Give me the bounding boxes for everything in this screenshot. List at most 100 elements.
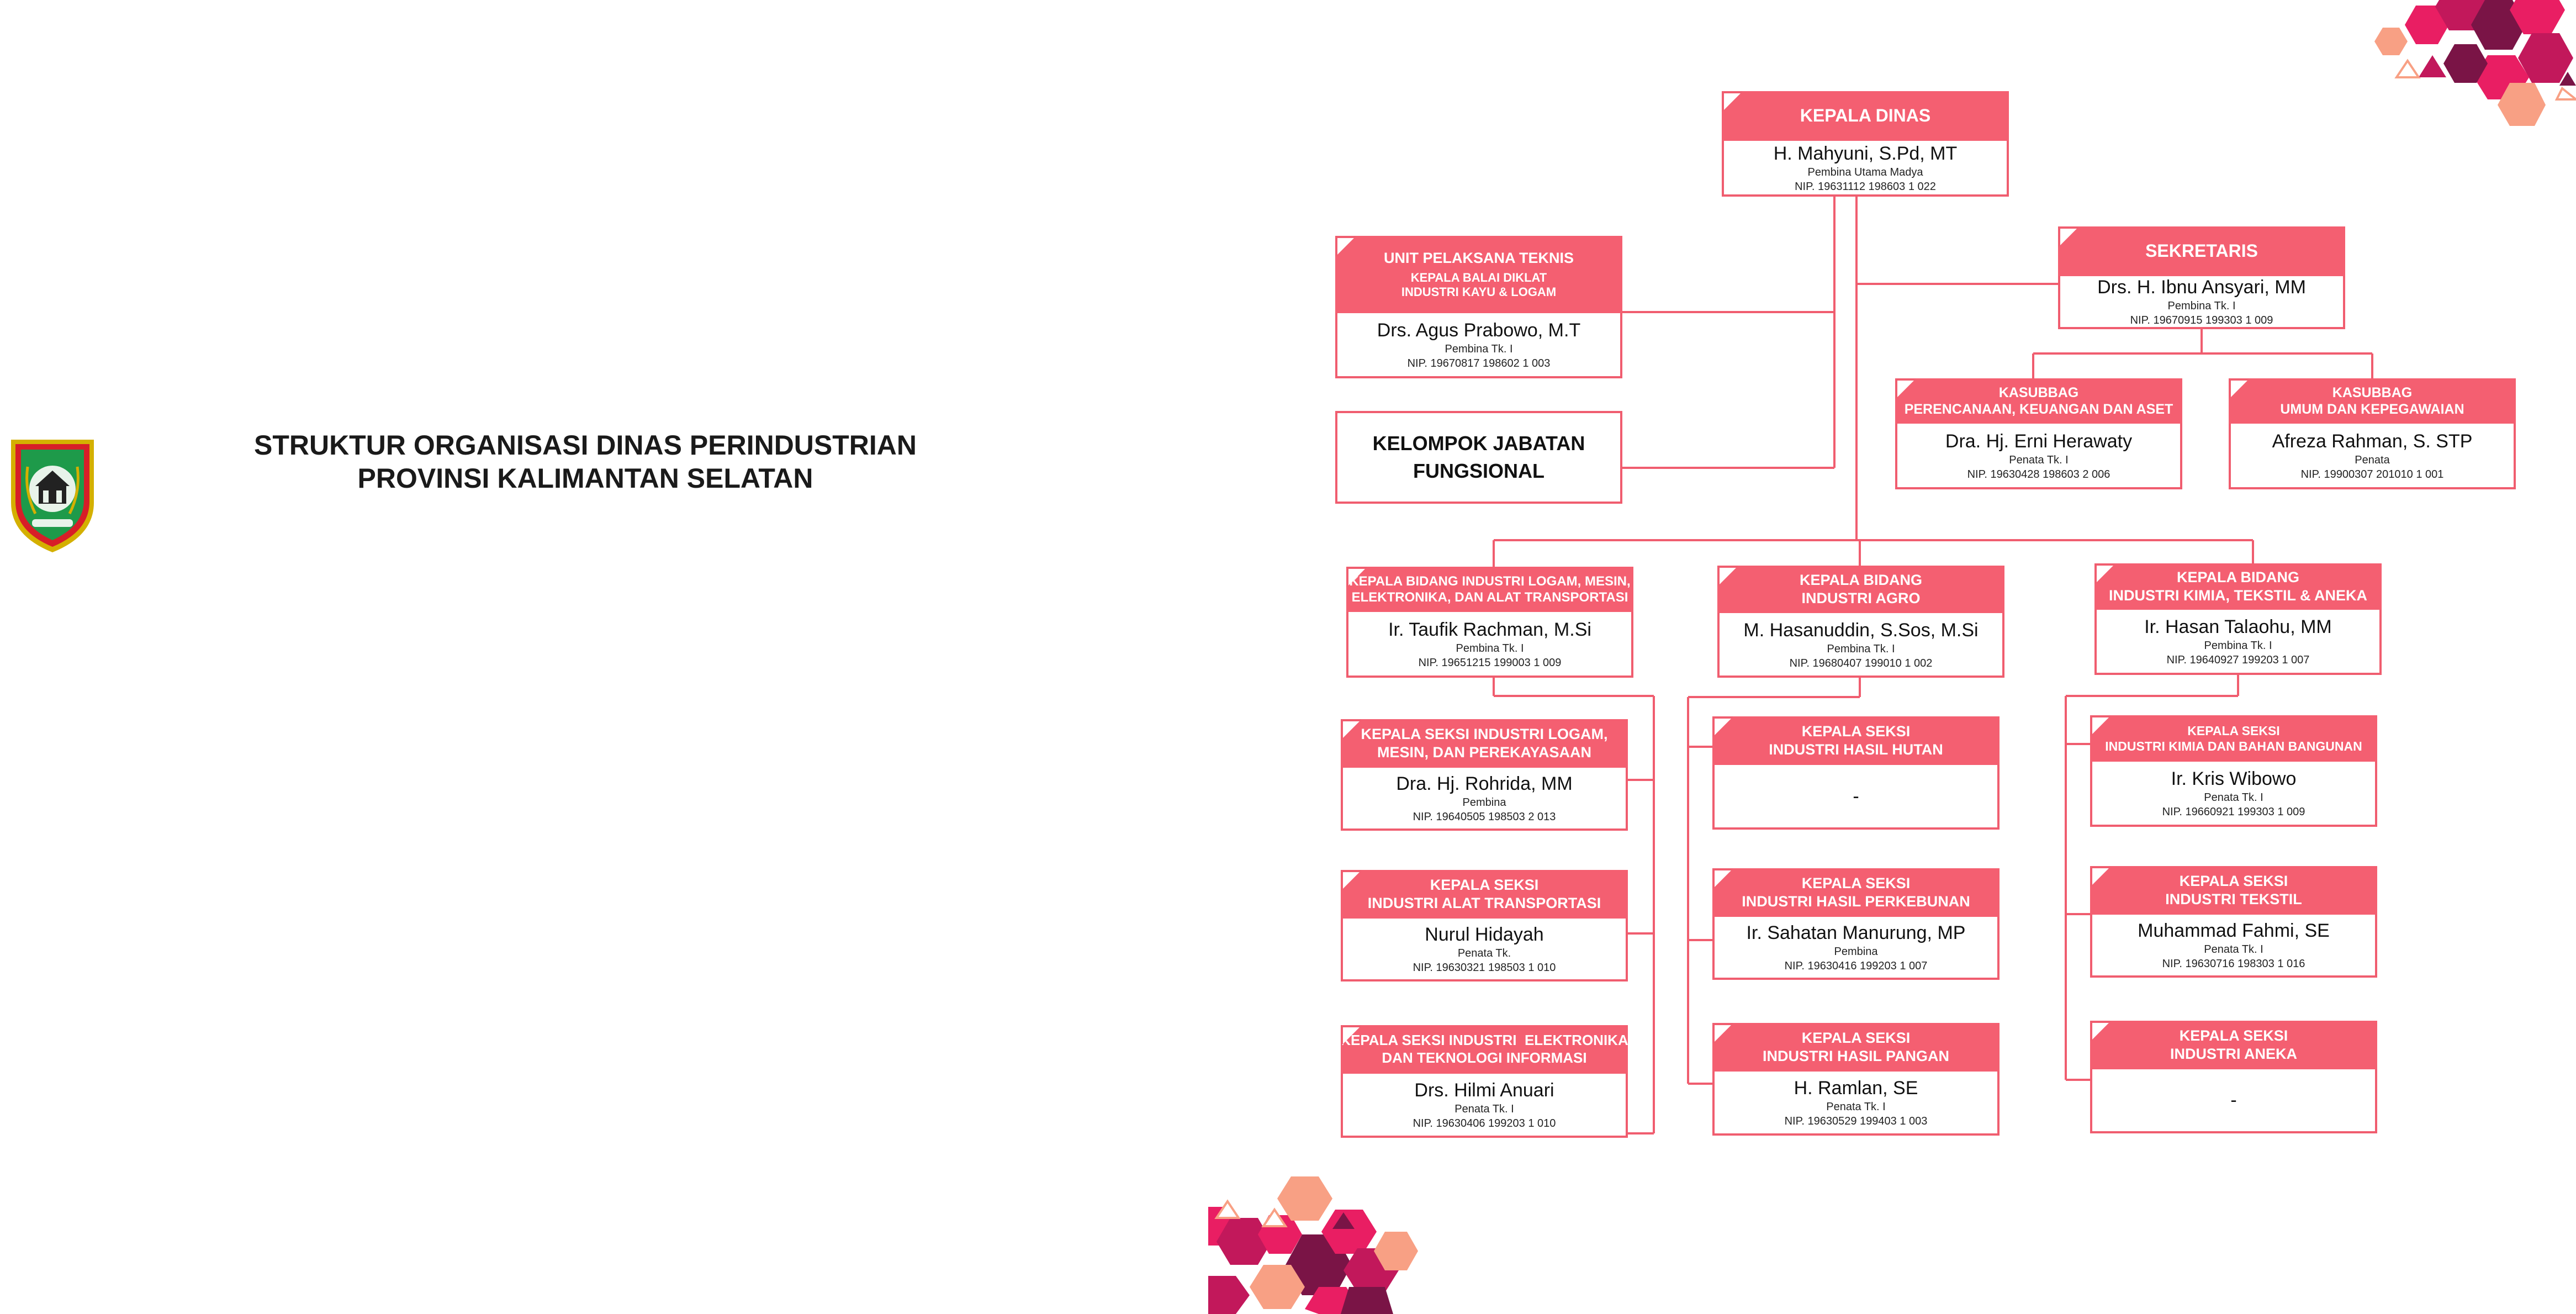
person-name: Nurul Hidayah bbox=[1425, 924, 1544, 945]
person-rank: Penata Tk. I bbox=[1454, 1103, 1514, 1115]
node-header: KEPALA SEKSI INDUSTRI HASIL PERKEBUNAN bbox=[1712, 868, 2000, 917]
person-rank: Pembina Utama Madya bbox=[1807, 166, 1923, 178]
person-nip: NIP. 19670915 199303 1 009 bbox=[2130, 314, 2273, 326]
header-line: KEPALA BIDANG bbox=[2177, 569, 2299, 586]
header-line: INDUSTRI KIMIA, TEKSTIL & ANEKA bbox=[2108, 587, 2367, 604]
person-name: - bbox=[1853, 785, 1859, 807]
node-header: SEKRETARIS bbox=[2058, 226, 2345, 276]
header-line: MESIN, DAN PEREKAYASAAN bbox=[1377, 744, 1592, 761]
node-body: Drs. H. Ibnu Ansyari, MM Pembina Tk. I N… bbox=[2060, 276, 2343, 327]
person-name: Ir. Sahatan Manurung, MP bbox=[1746, 922, 1966, 943]
node-unit-pelaksana-teknis: UNIT PELAKSANA TEKNIS KEPALA BALAI DIKLA… bbox=[1335, 236, 1622, 378]
header-line: KEPALA BIDANG INDUSTRI LOGAM, MESIN, bbox=[1349, 573, 1631, 589]
person-name: Drs. Agus Prabowo, M.T bbox=[1377, 320, 1581, 341]
node-header: KEPALA BIDANG INDUSTRI LOGAM, MESIN, ELE… bbox=[1346, 567, 1633, 612]
node-body: Ir. Taufik Rachman, M.Si Pembina Tk. I N… bbox=[1348, 612, 1631, 676]
header-line: INDUSTRI HASIL HUTAN bbox=[1769, 741, 1943, 758]
node-body: Ir. Hasan Talaohu, MM Pembina Tk. I NIP.… bbox=[2097, 610, 2379, 673]
person-nip: NIP. 19630321 198503 1 010 bbox=[1413, 962, 1556, 974]
person-rank: Pembina bbox=[1834, 946, 1878, 958]
person-rank: Penata Tk. I bbox=[2204, 943, 2263, 956]
node-body: Drs. Agus Prabowo, M.T Pembina Tk. I NIP… bbox=[1337, 313, 1620, 376]
node-seksi-perkebunan: KEPALA SEKSI INDUSTRI HASIL PERKEBUNAN I… bbox=[1712, 868, 2000, 980]
person-nip: NIP. 19630529 199403 1 003 bbox=[1784, 1115, 1928, 1127]
person-nip: NIP. 19900307 201010 1 001 bbox=[2300, 468, 2444, 481]
header-line: KEPALA BIDANG bbox=[1800, 572, 1922, 589]
person-name: Drs. Hilmi Anuari bbox=[1414, 1080, 1554, 1101]
header-line: KEPALA SEKSI bbox=[2179, 873, 2288, 890]
person-name: Muhammad Fahmi, SE bbox=[2138, 920, 2330, 941]
node-header: KEPALA SEKSI INDUSTRI HASIL HUTAN bbox=[1712, 716, 2000, 765]
header-line: UMUM DAN KEPEGAWAIAN bbox=[2280, 402, 2464, 417]
node-kasubbag-perencanaan: KASUBBAG PERENCANAAN, KEUANGAN DAN ASET … bbox=[1895, 378, 2182, 489]
header-line: DAN TEKNOLOGI INFORMASI bbox=[1382, 1049, 1587, 1066]
person-name: Ir. Taufik Rachman, M.Si bbox=[1388, 619, 1591, 640]
person-rank: Pembina Tk. I bbox=[1445, 343, 1513, 355]
node-header: KASUBBAG UMUM DAN KEPEGAWAIAN bbox=[2229, 378, 2516, 424]
person-name: M. Hasanuddin, S.Sos, M.Si bbox=[1743, 619, 1979, 641]
title-line-2: PROVINSI KALIMANTAN SELATAN bbox=[357, 463, 813, 494]
person-name: - bbox=[2230, 1090, 2237, 1111]
person-nip: NIP. 19631112 198603 1 022 bbox=[1795, 180, 1936, 193]
node-kasubbag-umum: KASUBBAG UMUM DAN KEPEGAWAIAN Afreza Rah… bbox=[2229, 378, 2516, 489]
header-line: KEPALA SEKSI bbox=[2179, 1027, 2288, 1044]
node-body: - bbox=[1715, 765, 1997, 827]
person-nip: NIP. 19640505 198503 2 013 bbox=[1413, 811, 1556, 823]
header-line: INDUSTRI AGRO bbox=[1801, 590, 1921, 606]
header-line: KEPALA SEKSI bbox=[1801, 723, 1911, 740]
person-name: Ir. Kris Wibowo bbox=[2171, 768, 2297, 789]
provincial-coat-of-arms-logo bbox=[11, 440, 94, 552]
node-body: H. Ramlan, SE Penata Tk. I NIP. 19630529… bbox=[1715, 1072, 1997, 1133]
node-header: KEPALA SEKSI INDUSTRI TEKSTIL bbox=[2090, 866, 2377, 915]
node-body: Afreza Rahman, S. STP Penata NIP. 199003… bbox=[2231, 424, 2514, 487]
header-line: INDUSTRI HASIL PERKEBUNAN bbox=[1742, 893, 1970, 910]
header-line: PERENCANAAN, KEUANGAN DAN ASET bbox=[1904, 402, 2173, 417]
decorative-hexagons-bottom-left bbox=[1208, 1176, 1418, 1314]
person-nip: NIP. 19630406 199203 1 010 bbox=[1413, 1117, 1556, 1130]
node-body: H. Mahyuni, S.Pd, MT Pembina Utama Madya… bbox=[1724, 141, 2007, 194]
node-header: UNIT PELAKSANA TEKNIS KEPALA BALAI DIKLA… bbox=[1335, 236, 1622, 313]
person-name: Afreza Rahman, S. STP bbox=[2272, 430, 2473, 452]
person-nip: NIP. 19630416 199203 1 007 bbox=[1784, 960, 1928, 972]
node-header: KEPALA SEKSI INDUSTRI ELEKTRONIKA DAN TE… bbox=[1341, 1025, 1628, 1074]
page-title: STRUKTUR ORGANISASI DINAS PERINDUSTRIAN … bbox=[210, 429, 961, 495]
node-body: KELOMPOK JABATAN FUNGSIONAL bbox=[1337, 413, 1620, 502]
person-rank: Penata bbox=[2355, 453, 2390, 466]
node-seksi-logam: KEPALA SEKSI INDUSTRI LOGAM, MESIN, DAN … bbox=[1341, 719, 1628, 831]
header-line: KEPALA SEKSI bbox=[1801, 875, 1911, 892]
node-header: KEPALA SEKSI INDUSTRI HASIL PANGAN bbox=[1712, 1023, 2000, 1072]
node-bidang-kimia: KEPALA BIDANG INDUSTRI KIMIA, TEKSTIL & … bbox=[2094, 563, 2382, 675]
node-header: KEPALA SEKSI INDUSTRI LOGAM, MESIN, DAN … bbox=[1341, 719, 1628, 768]
person-nip: NIP. 19680407 199010 1 002 bbox=[1789, 657, 1933, 669]
node-seksi-tekstil: KEPALA SEKSI INDUSTRI TEKSTIL Muhammad F… bbox=[2090, 866, 2377, 978]
node-header: KEPALA BIDANG INDUSTRI AGRO bbox=[1717, 566, 2004, 613]
person-rank: Penata Tk. I bbox=[2009, 453, 2069, 466]
header-line: KEPALA SEKSI bbox=[1801, 1030, 1911, 1047]
header-line: INDUSTRI KIMIA DAN BAHAN BANGUNAN bbox=[2105, 739, 2362, 753]
person-nip: NIP. 19670817 198602 1 003 bbox=[1407, 357, 1551, 370]
node-bidang-logam: KEPALA BIDANG INDUSTRI LOGAM, MESIN, ELE… bbox=[1346, 567, 1633, 678]
header-line: KEPALA BALAI DIKLAT bbox=[1410, 270, 1547, 284]
person-rank: Penata Tk. bbox=[1457, 947, 1511, 959]
header-line: UNIT PELAKSANA TEKNIS bbox=[1383, 249, 1574, 266]
header-line: INDUSTRI KAYU & LOGAM bbox=[1401, 285, 1557, 299]
node-seksi-pangan: KEPALA SEKSI INDUSTRI HASIL PANGAN H. Ra… bbox=[1712, 1023, 2000, 1136]
node-seksi-hutan: KEPALA SEKSI INDUSTRI HASIL HUTAN - bbox=[1712, 716, 2000, 830]
header-line: KEPALA SEKSI bbox=[1430, 877, 1539, 894]
person-rank: Pembina Tk. I bbox=[1456, 642, 1524, 655]
header-line: KEPALA DINAS bbox=[1800, 105, 1931, 126]
person-nip: NIP. 19640927 199203 1 007 bbox=[2166, 654, 2310, 666]
node-seksi-transportasi: KEPALA SEKSI INDUSTRI ALAT TRANSPORTASI … bbox=[1341, 870, 1628, 981]
node-kepala-dinas: KEPALA DINAS H. Mahyuni, S.Pd, MT Pembin… bbox=[1722, 91, 2009, 197]
header-line: KASUBBAG bbox=[2332, 384, 2413, 400]
person-rank: Pembina Tk. I bbox=[2204, 640, 2272, 652]
node-kelompok-jabatan-fungsional: KELOMPOK JABATAN FUNGSIONAL bbox=[1335, 411, 1622, 504]
person-name: Dra. Hj. Rohrida, MM bbox=[1396, 773, 1573, 794]
title-line-1: STRUKTUR ORGANISASI DINAS PERINDUSTRIAN bbox=[253, 430, 917, 461]
person-rank: Pembina bbox=[1462, 796, 1506, 809]
node-seksi-kimia: KEPALA SEKSI INDUSTRI KIMIA DAN BAHAN BA… bbox=[2090, 715, 2377, 827]
person-rank: Pembina Tk. I bbox=[2167, 300, 2236, 312]
decorative-hexagons-top-right bbox=[2374, 0, 2576, 126]
header-line: SEKRETARIS bbox=[2145, 241, 2258, 261]
